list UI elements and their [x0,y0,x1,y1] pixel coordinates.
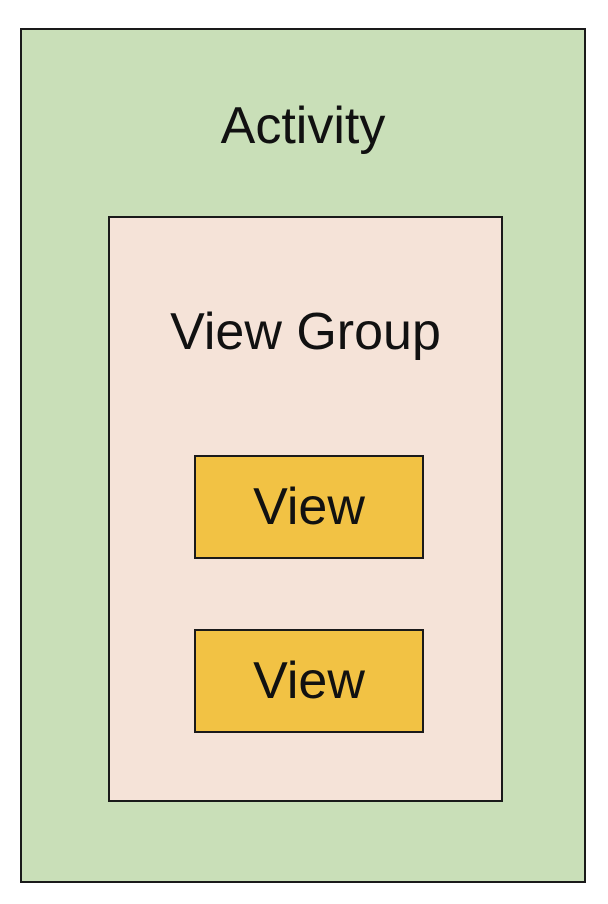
activity-container: Activity View Group View View [20,28,586,883]
view-label-2: View [253,652,365,710]
view-group-label: View Group [170,303,441,361]
activity-label: Activity [220,97,386,155]
view-label-1: View [253,478,365,536]
view-box-2: View [194,629,424,733]
view-group-container: View Group View View [108,216,503,802]
view-box-1: View [194,455,424,559]
